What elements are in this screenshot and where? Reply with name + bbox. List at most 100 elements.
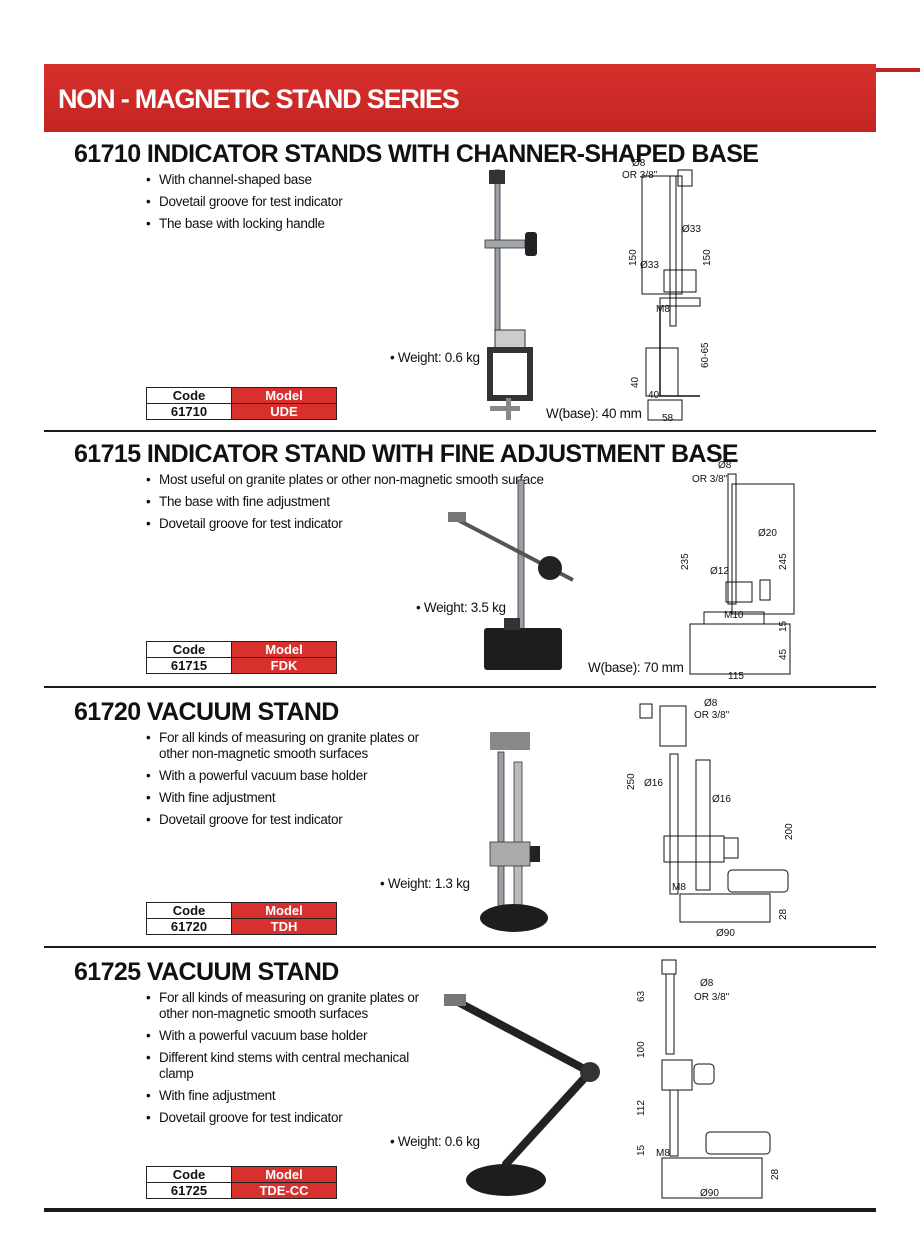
code-value: 61720: [146, 918, 232, 935]
dim-label: M8: [672, 882, 686, 893]
section-divider: [44, 430, 876, 432]
model-header: Model: [231, 902, 337, 919]
model-value: FDK: [231, 657, 337, 674]
feature-item: The base with fine adjustment: [146, 494, 566, 510]
dim-label: Ø90: [700, 1188, 719, 1199]
dim-label: Ø8: [718, 460, 732, 471]
dim-label: OR 3/8": [622, 170, 658, 181]
dim-label: 40: [630, 376, 641, 388]
product-image-vacuum-stand: [480, 732, 548, 932]
feature-item: With fine adjustment: [146, 790, 436, 806]
weight-label: • Weight: 3.5 kg: [416, 600, 506, 615]
dim-label: 15: [778, 620, 789, 632]
section-61710: 61710 INDICATOR STANDS WITH CHANNER-SHAP…: [0, 140, 920, 430]
dim-label: OR 3/8": [692, 474, 728, 485]
base-width-label: W(base): 70 mm: [588, 660, 684, 675]
product-image-stand-fine-adjust: [448, 479, 574, 670]
dim-label: Ø90: [716, 928, 735, 939]
section-61715: 61715 INDICATOR STAND WITH FINE ADJUSTME…: [0, 440, 920, 685]
feature-item: With channel-shaped base: [146, 172, 446, 188]
dim-label: 60-65: [700, 342, 711, 368]
model-header: Model: [231, 387, 337, 404]
section-divider: [44, 946, 876, 948]
model-header: Model: [231, 1166, 337, 1183]
code-header: Code: [146, 387, 232, 404]
technical-drawing-61720: Ø8 OR 3/8" 250 Ø16 Ø16 200 M8 28 Ø90: [626, 698, 795, 939]
code-value: 61725: [146, 1182, 232, 1199]
dim-label: 28: [778, 908, 789, 920]
section-divider: [44, 686, 876, 688]
weight-label: • Weight: 1.3 kg: [380, 876, 470, 891]
dim-label: OR 3/8": [694, 710, 730, 721]
feature-item: The base with locking handle: [146, 216, 446, 232]
dim-label: M8: [656, 304, 670, 315]
section-61725: 61725 VACUUM STAND For all kinds of meas…: [0, 958, 920, 1208]
code-model-table: Code Model 61725 TDE-CC: [146, 1166, 337, 1199]
page-bottom-rule: [44, 1208, 876, 1212]
code-header: Code: [146, 1166, 232, 1183]
feature-list: Most useful on granite plates or other n…: [146, 472, 566, 538]
weight-label: • Weight: 0.6 kg: [390, 350, 480, 365]
dim-label: 150: [628, 249, 639, 266]
feature-list: For all kinds of measuring on granite pl…: [146, 990, 446, 1132]
section-61720: 61720 VACUUM STAND For all kinds of meas…: [0, 698, 920, 944]
feature-item: Dovetail groove for test indicator: [146, 516, 566, 532]
dim-label: 112: [636, 1100, 647, 1116]
feature-item: With fine adjustment: [146, 1088, 446, 1104]
feature-item: For all kinds of measuring on granite pl…: [146, 730, 436, 762]
dim-label: M10: [724, 610, 744, 621]
section-title: 61725 VACUUM STAND: [74, 958, 339, 986]
dim-label: 245: [778, 553, 789, 570]
feature-item: Different kind stems with central mechan…: [146, 1050, 446, 1082]
section-title: 61720 VACUUM STAND: [74, 698, 339, 726]
code-model-table: Code Model 61720 TDH: [146, 902, 337, 935]
model-value: UDE: [231, 403, 337, 420]
dim-label: Ø16: [712, 794, 731, 805]
dim-label: 100: [636, 1041, 647, 1058]
product-image-stand-channel-base: [484, 169, 537, 420]
code-header: Code: [146, 641, 232, 658]
dim-label: 115: [728, 671, 744, 682]
code-value: 61715: [146, 657, 232, 674]
code-header: Code: [146, 902, 232, 919]
dim-label: Ø8: [700, 978, 714, 989]
section-title: 61715 INDICATOR STAND WITH FINE ADJUSTME…: [74, 440, 739, 468]
dim-label: Ø20: [758, 528, 777, 539]
feature-item: For all kinds of measuring on granite pl…: [146, 990, 446, 1022]
page-title: NON - MAGNETIC STAND SERIES: [58, 84, 460, 114]
feature-item: Dovetail groove for test indicator: [146, 1110, 446, 1126]
technical-drawing-61715: Ø8 OR 3/8" Ø20 235 245 Ø12 M10 15 45 115: [680, 460, 795, 682]
model-value: TDE-CC: [231, 1182, 337, 1199]
feature-item: With a powerful vacuum base holder: [146, 768, 436, 784]
dim-label: Ø33: [682, 224, 701, 235]
dim-label: 45: [778, 648, 789, 660]
model-value: TDH: [231, 918, 337, 935]
weight-label: • Weight: 0.6 kg: [390, 1134, 480, 1149]
banner-tab-accent: [876, 68, 920, 72]
feature-item: With a powerful vacuum base holder: [146, 1028, 446, 1044]
dim-label: 150: [702, 249, 713, 266]
dim-label: Ø16: [644, 778, 663, 789]
feature-item: Dovetail groove for test indicator: [146, 812, 436, 828]
dim-label: 235: [680, 553, 691, 570]
dim-label: Ø8: [704, 698, 718, 709]
dim-label: 200: [784, 823, 795, 840]
technical-drawing-61710: Ø8 OR 3/8" Ø33 150 150 Ø33 M8 40 60-65 4…: [622, 158, 713, 424]
section-title: 61710 INDICATOR STANDS WITH CHANNER-SHAP…: [74, 140, 759, 168]
dim-label: 28: [770, 1168, 781, 1180]
dim-label: Ø8: [632, 158, 646, 169]
dim-label: Ø33: [640, 260, 659, 271]
base-width-label: W(base): 40 mm: [546, 406, 642, 421]
code-model-table: Code Model 61715 FDK: [146, 641, 337, 674]
dim-label: 63: [636, 990, 647, 1002]
dim-label: OR 3/8": [694, 992, 730, 1003]
dim-label: 15: [636, 1144, 647, 1156]
dim-label: M8: [656, 1148, 670, 1159]
technical-drawing-61725: Ø8 OR 3/8" 63 100 112 15 M8 28 Ø90: [636, 959, 781, 1199]
code-value: 61710: [146, 403, 232, 420]
dim-label: Ø12: [710, 566, 729, 577]
header-banner: NON - MAGNETIC STAND SERIES: [44, 64, 876, 132]
feature-item: Most useful on granite plates or other n…: [146, 472, 566, 488]
dim-label: 58: [662, 413, 674, 424]
feature-list: With channel-shaped base Dovetail groove…: [146, 172, 446, 238]
